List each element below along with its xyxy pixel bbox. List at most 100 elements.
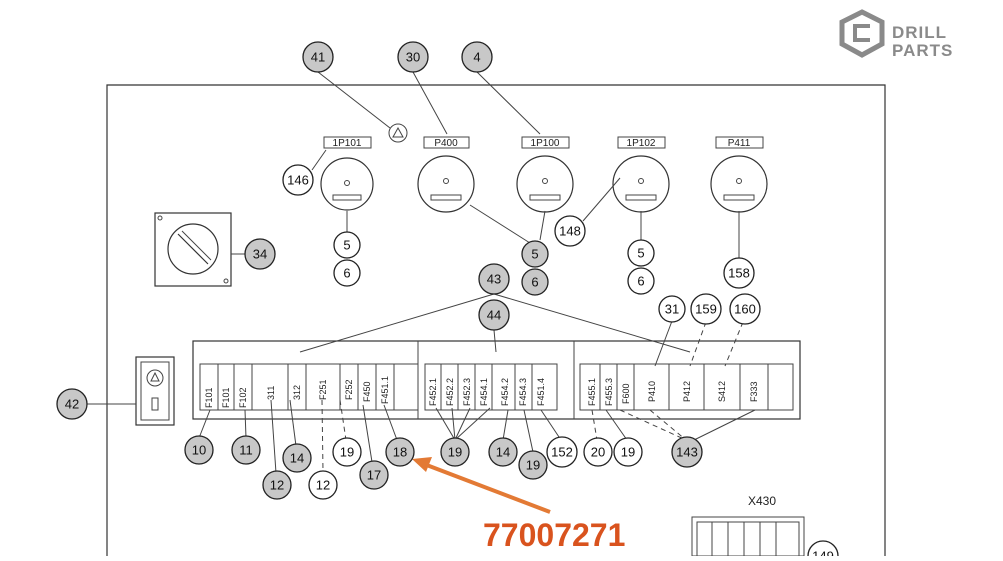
svg-text:19: 19: [621, 445, 635, 460]
connector-label: X430: [748, 494, 776, 508]
terminal-label: S412: [717, 381, 727, 402]
terminal-label: 311: [266, 386, 276, 400]
callout-148: 148: [554, 215, 586, 247]
gauge-4: 1P102: [612, 136, 670, 213]
callout-18: 18: [385, 437, 415, 467]
callout-5a: 5: [333, 231, 361, 259]
warning-light-icon: [388, 123, 408, 143]
terminal-labels: F101 F101 F102 311 312 F251 F252 F450 F4…: [204, 376, 759, 408]
svg-text:10: 10: [192, 443, 206, 458]
svg-text:12: 12: [316, 478, 330, 493]
callout-143: 143: [671, 436, 703, 468]
svg-text:148: 148: [559, 224, 581, 239]
callout-4: 4: [461, 41, 493, 73]
callout-20: 20: [583, 437, 613, 467]
logo-bracket-icon: [853, 24, 870, 42]
svg-text:19: 19: [448, 445, 462, 460]
svg-text:4: 4: [473, 50, 480, 65]
terminal-label: F452.3: [462, 378, 472, 406]
svg-text:44: 44: [487, 308, 501, 323]
svg-text:30: 30: [406, 50, 420, 65]
callout-19b: 19: [440, 437, 470, 467]
terminal-label: F450: [362, 381, 372, 402]
main-switch: [154, 212, 246, 287]
callout-160: 160: [729, 293, 761, 325]
svg-text:158: 158: [728, 266, 750, 281]
svg-text:6: 6: [343, 266, 350, 281]
callout-42: 42: [56, 388, 88, 420]
terminal-rail-3: [579, 363, 794, 411]
terminal-label: F454.3: [518, 378, 528, 406]
svg-text:18: 18: [393, 445, 407, 460]
svg-text:146: 146: [287, 173, 309, 188]
terminal-label: F451.1: [380, 376, 390, 404]
svg-text:19: 19: [526, 458, 540, 473]
terminal-label: F452.1: [428, 378, 438, 406]
callout-34: 34: [244, 238, 276, 270]
svg-text:11: 11: [239, 443, 253, 458]
terminal-label: 312: [292, 385, 302, 400]
terminal-label: F454.1: [479, 378, 489, 406]
terminal-label: P412: [682, 381, 692, 402]
leader-4: [476, 71, 541, 135]
callout-6b: 6: [521, 268, 549, 296]
terminal-label: F455.1: [587, 378, 597, 406]
svg-text:143: 143: [676, 445, 698, 460]
svg-text:42: 42: [65, 397, 79, 412]
terminal-rail-1: [199, 363, 419, 411]
logo-text-line2: PARTS: [892, 41, 953, 60]
gauge-tag: P411: [728, 138, 751, 149]
callout-31: 31: [658, 295, 686, 323]
terminal-label: F452.2: [445, 378, 455, 406]
callout-19c: 19: [518, 450, 548, 480]
svg-text:14: 14: [290, 451, 304, 466]
gauge-tag: 1P101: [333, 138, 362, 149]
callout-159: 159: [690, 293, 722, 325]
terminal-label: F333: [749, 381, 759, 402]
gauge-5: P411: [710, 136, 768, 213]
callout-149: 149: [807, 540, 839, 561]
terminal-rail-2: [424, 363, 558, 411]
gauge-tag: P400: [434, 138, 458, 149]
svg-text:19: 19: [340, 445, 354, 460]
part-number: 77007271: [483, 517, 625, 553]
cabinet-outline: [106, 84, 886, 556]
gauge-1: 1P101: [320, 136, 374, 211]
triangle-icon: [392, 126, 404, 138]
callout-14b: 14: [488, 437, 518, 467]
callout-152: 152: [546, 436, 578, 468]
callout-41: 41: [302, 41, 334, 73]
callout-10: 10: [184, 435, 214, 465]
callout-12b: 12: [308, 470, 338, 500]
hexagon-logo-icon: [839, 9, 885, 58]
callout-146: 146: [282, 164, 314, 196]
gauge-tag: 1P100: [531, 138, 560, 149]
callout-44: 44: [478, 299, 510, 331]
svg-text:5: 5: [343, 238, 350, 253]
callout-30: 30: [397, 41, 429, 73]
svg-text:6: 6: [637, 274, 644, 289]
svg-text:12: 12: [270, 478, 284, 493]
logo-text-line1: DRILL: [892, 23, 947, 42]
terminal-enclosure: [192, 340, 801, 420]
svg-text:17: 17: [367, 468, 381, 483]
svg-text:41: 41: [311, 50, 325, 65]
svg-text:20: 20: [591, 445, 605, 460]
terminal-label: F102: [238, 387, 248, 408]
gauge-tag: 1P102: [627, 138, 656, 149]
svg-text:159: 159: [695, 302, 717, 317]
callout-11: 11: [231, 435, 261, 465]
callout-6c: 6: [627, 267, 655, 295]
svg-text:5: 5: [637, 246, 644, 261]
drillparts-logo: DRILL PARTS: [839, 9, 953, 60]
svg-text:34: 34: [253, 247, 267, 262]
callout-12a: 12: [262, 470, 292, 500]
callout-5b: 5: [521, 240, 549, 268]
arrow-head-icon: [412, 457, 432, 472]
callout-17: 17: [359, 460, 389, 490]
terminal-label: F101: [204, 387, 214, 408]
highlight-arrow: [423, 462, 551, 514]
leader-41: [317, 71, 391, 129]
